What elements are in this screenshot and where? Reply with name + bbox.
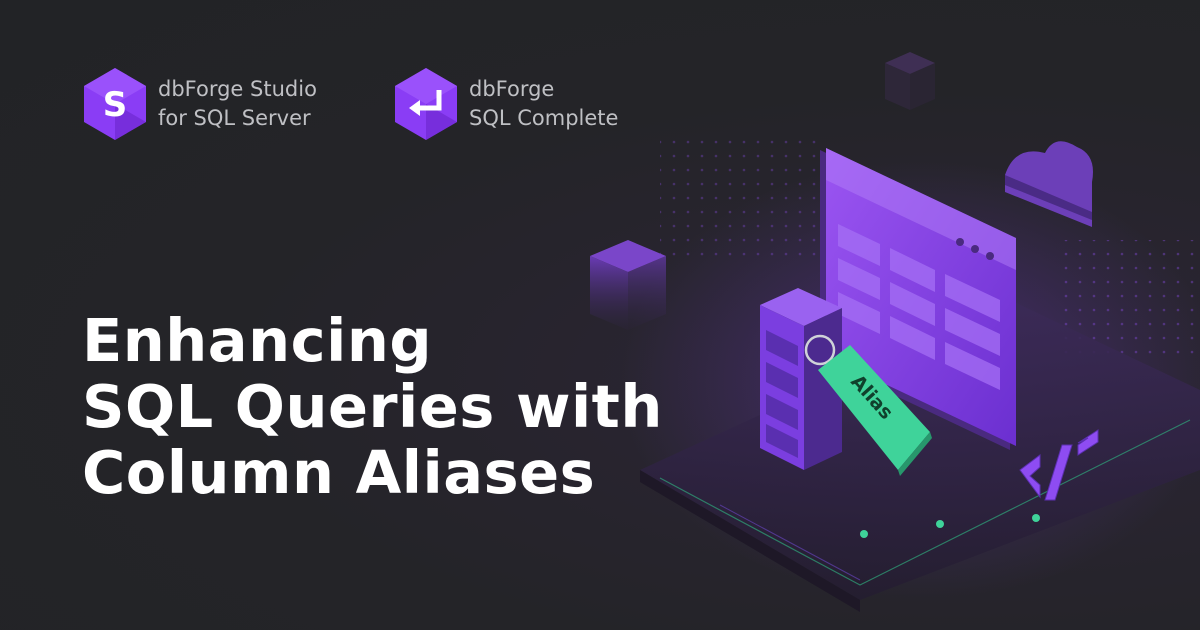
product-logo-sql-complete: dbForge SQL Complete: [393, 66, 618, 142]
code-brackets-icon: [1019, 429, 1099, 501]
product-name: dbForge SQL Complete: [469, 77, 619, 130]
dbforge-studio-icon: S: [84, 68, 146, 140]
product-name: dbForge Studio for SQL Server: [158, 77, 317, 130]
product-logo-studio: S dbForge Studio for SQL Server: [82, 66, 317, 142]
headline-line: SQL Queries with: [82, 372, 663, 441]
cloud-icon: [1005, 141, 1093, 227]
svg-text:S: S: [103, 85, 128, 125]
enter-arrow-icon: [395, 68, 457, 140]
data-cube-icon: [590, 240, 666, 330]
headline-line: Column Aliases: [82, 438, 596, 507]
headline-line: Enhancing: [82, 306, 433, 375]
headline: Enhancing SQL Queries with Column Aliase…: [82, 308, 663, 506]
